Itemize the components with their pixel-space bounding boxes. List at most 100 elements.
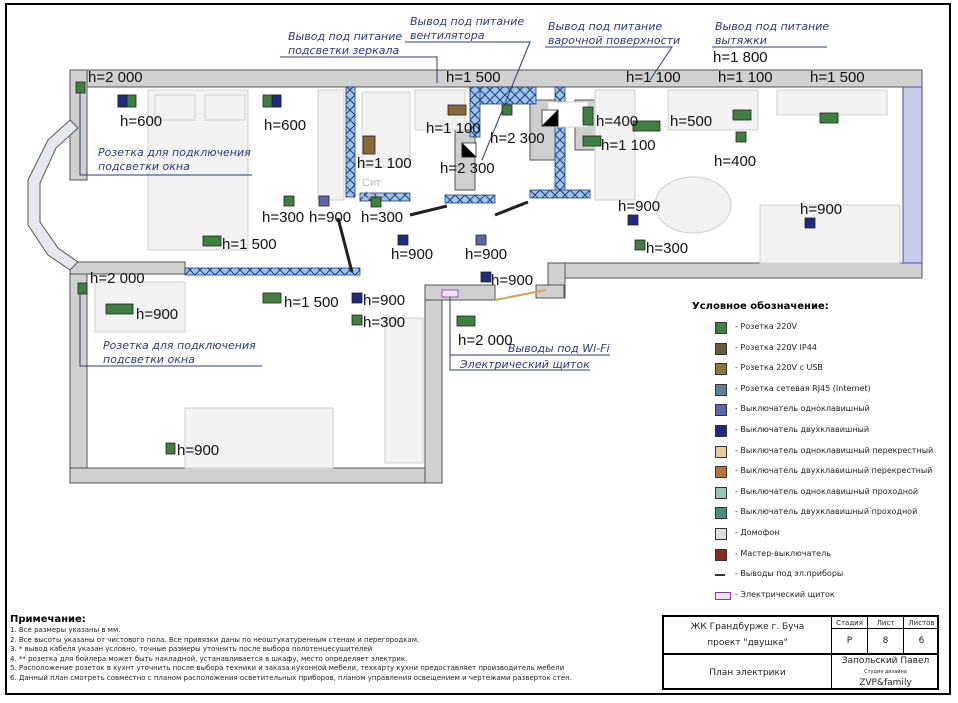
callout-wifi: Выводы под Wi-Fi [508, 342, 610, 355]
legend-symbol-icon [715, 528, 727, 540]
height-label: h=900 [800, 201, 842, 218]
height-label: h=2 300 [490, 130, 545, 147]
height-label: h=900 [136, 306, 178, 323]
socket-icon [370, 196, 382, 208]
switch-icon [475, 234, 487, 246]
legend-item-label: - Выключатель одноклавишный перекрестный [735, 446, 934, 455]
switch-icon [318, 195, 330, 207]
legend-symbol-icon [715, 507, 727, 519]
legend-symbol-icon [715, 404, 727, 416]
legend-symbol-icon [715, 363, 727, 375]
legend-item-label: - Мастер-выключатель [735, 549, 831, 558]
legend-symbol-icon [715, 592, 731, 600]
switch-icon [397, 234, 409, 246]
legend-symbol-icon [715, 446, 727, 458]
callout-hob-line2: варочной поверхности [548, 34, 680, 47]
height-label: h=400 [596, 113, 638, 130]
socket-icon [582, 106, 594, 126]
callout-panel: Электрический щиток [459, 358, 590, 371]
notes-title: Примечание: [10, 614, 86, 625]
height-label: h=1 100 [357, 155, 412, 172]
socket-icon [582, 135, 602, 147]
height-label: h=1 500 [810, 69, 865, 86]
dryer-label-1: Сит [362, 177, 381, 189]
electrical-panel-icon [441, 289, 459, 298]
socket-icon [202, 235, 222, 247]
height-label: h=500 [670, 113, 712, 130]
author-cell: Запольский Павел Студия дизайна ZVP&fami… [832, 655, 939, 690]
legend-symbol-icon [715, 466, 727, 478]
switch-icon [271, 94, 282, 108]
legend-item-label: - Домофон [735, 528, 780, 537]
switch-icon [480, 271, 492, 283]
legend-item-label: - Электрический щиток [735, 590, 835, 599]
height-label: h=900 [177, 442, 219, 459]
height-label: h=1 100 [626, 69, 681, 86]
legend-item-label: - Выводы под эл.приборы [735, 569, 844, 578]
socket-icon [105, 303, 134, 315]
sheet-frame [5, 3, 951, 695]
socket-icon [819, 112, 839, 124]
height-label: h=600 [264, 117, 306, 134]
height-label: h=1 800 [713, 49, 768, 66]
socket-ip44-icon [362, 135, 376, 155]
sheet-header: Лист [868, 617, 904, 629]
callout-hood-line2: вытяжки [715, 34, 767, 47]
legend-symbol-icon [715, 574, 725, 576]
note-line: 1. Все размеры указаны в мм. [10, 626, 121, 634]
legend-symbol-icon [715, 549, 727, 561]
legend-symbol-icon [715, 487, 727, 499]
callout-window2-line2: подсветки окна [103, 353, 195, 366]
legend-item-label: - Выключатель двухклавишный перекрестный [735, 466, 933, 475]
socket-icon [75, 81, 86, 94]
title-block: ЖК Грандбурже г. Буча проект "двушка" Ст… [662, 615, 939, 690]
author-name: Запольский Павел [841, 656, 930, 666]
switch-icon [117, 94, 128, 108]
notes-block: Примечание: 1. Все размеры указаны в мм.… [10, 614, 650, 684]
socket-icon [77, 282, 88, 295]
legend-item-label: - Розетка 220V с USB [735, 363, 823, 372]
legend-item-label: - Выключатель двухклавишный [735, 425, 870, 434]
height-label: h=300 [646, 240, 688, 257]
height-label: h=1 100 [426, 120, 481, 137]
legend-item-label: - Розетка 220V [735, 322, 798, 331]
height-label: h=300 [262, 209, 304, 226]
height-label: h=900 [363, 292, 405, 309]
height-label: h=2 300 [440, 160, 495, 177]
callout-window2-line1: Розетка для подключения [103, 339, 256, 352]
callout-window1-line1: Розетка для подключения [98, 146, 251, 159]
legend-symbol-icon [715, 322, 727, 334]
legend-item-label: - Розетка сетевая RJ45 (Internet) [735, 384, 871, 393]
height-label: h=1 500 [446, 69, 501, 86]
sheet-value: 8 [868, 629, 904, 655]
doors [336, 200, 547, 301]
height-label: h=2 000 [458, 332, 513, 349]
socket-icon [456, 315, 476, 327]
socket-icon [632, 120, 661, 132]
furniture [94, 89, 901, 469]
socket-icon [732, 109, 752, 121]
legend-item-label: - Выключатель одноклавишный [735, 404, 870, 413]
height-label: h=300 [361, 209, 403, 226]
legend-symbol-icon [715, 343, 727, 355]
socket-icon [501, 104, 513, 116]
boiler-icon [541, 109, 559, 127]
studio-name: ZVP&family [859, 678, 912, 688]
height-label: h=900 [309, 209, 351, 226]
note-line: 6. Данный план смотреть совместно с план… [10, 673, 572, 682]
note-line: 4. ** розетка для бойлера может быть нак… [10, 654, 408, 663]
socket-icon [351, 314, 363, 326]
sheets-header: Листов [904, 617, 939, 629]
socket-ip44-icon [447, 104, 467, 116]
height-label: h=900 [491, 272, 533, 289]
bay-window [27, 119, 79, 271]
callout-mirror-line1: Вывод под питание [288, 30, 402, 43]
socket-icon [634, 239, 646, 251]
callout-leaders [79, 41, 827, 371]
socket-icon [165, 442, 176, 455]
legend-symbol-icon [715, 425, 727, 437]
height-label: h=2 000 [88, 69, 143, 86]
note-line: 2. Все высоты указаны от чистового пола.… [10, 635, 420, 644]
callouts: Вывод под питание подсветки зеркала Выво… [98, 15, 829, 371]
